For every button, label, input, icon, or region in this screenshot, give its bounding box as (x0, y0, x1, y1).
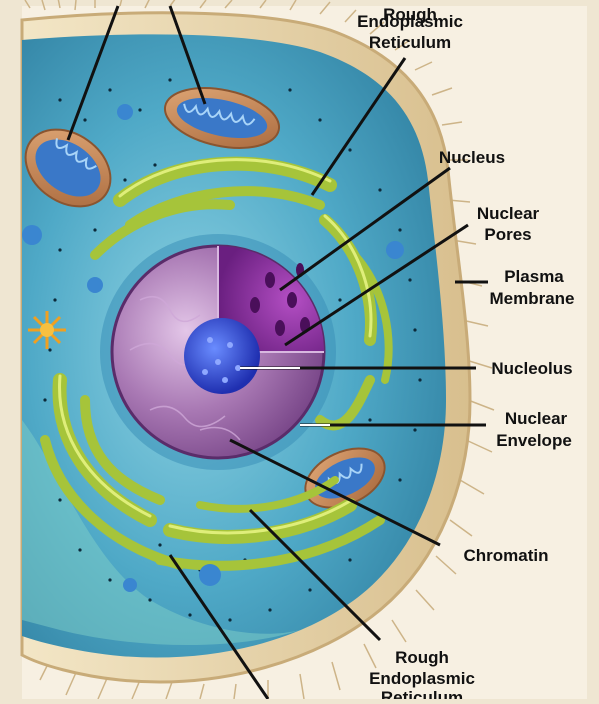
nuclear-envelope-label-line2: Envelope (496, 431, 572, 450)
plasma-membrane-label-line2: Membrane (489, 289, 574, 308)
nucleolus-label: Nucleolus (491, 359, 572, 378)
rough-er-bottom-label-line1: Rough (395, 648, 449, 667)
chromatin-label: Chromatin (464, 546, 549, 565)
nucleolus (184, 318, 260, 394)
rough-er-bottom-label-line2: Endoplasmic (369, 669, 475, 688)
plasma-membrane-label-line1: Plasma (504, 267, 564, 286)
centrosome-core (40, 323, 54, 337)
rough-er-top-label-line2: Endoplasmic (357, 12, 463, 31)
nuclear-pores-label-line2: Pores (484, 225, 531, 244)
nuclear-pores-label-line1: Nuclear (477, 204, 540, 223)
nucleus-label: Nucleus (439, 148, 505, 167)
rough-er-bottom-label-line3: Reticulum (381, 688, 463, 699)
nuclear-envelope-label-line1: Nuclear (505, 409, 568, 428)
rough-er-top-label-line3: Reticulum (369, 33, 451, 52)
